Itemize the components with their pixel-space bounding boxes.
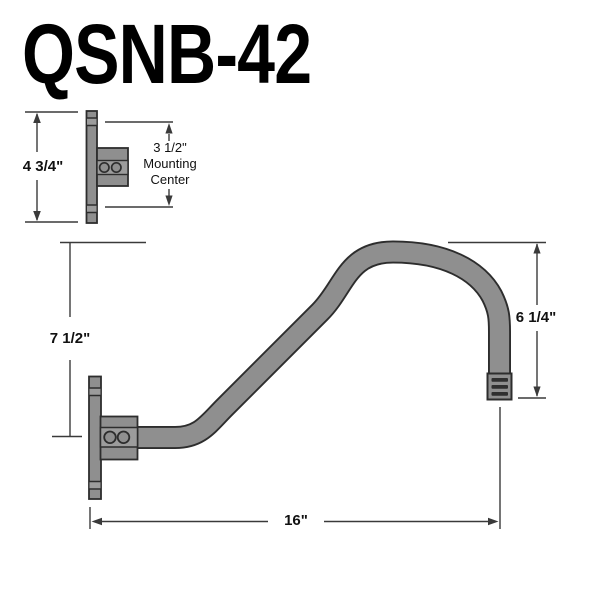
arrowhead-left xyxy=(91,517,102,526)
arrowhead-up xyxy=(33,112,41,123)
arrowhead-down xyxy=(533,386,541,397)
plate-height-dimension xyxy=(25,111,78,223)
bolt-hole xyxy=(116,430,131,445)
reach-dim-label: 16" xyxy=(284,512,308,529)
gooseneck-arm-outline xyxy=(137,240,511,449)
mounting-center-word1: Mounting xyxy=(143,156,197,171)
bolt-hole xyxy=(103,430,117,445)
thread-groove xyxy=(491,385,508,389)
arrowhead-down xyxy=(33,211,41,222)
reach-dimension xyxy=(89,407,501,529)
detail-bolt-hole xyxy=(98,161,110,174)
plate-height-dim-label: 4 3/4" xyxy=(22,158,64,175)
wall-plate-hatch xyxy=(89,387,101,490)
neck-drop-dim-label: 6 1/4" xyxy=(515,309,557,326)
detail-plate-hatch xyxy=(86,117,97,214)
thread-groove xyxy=(491,392,508,396)
arrowhead-up xyxy=(533,243,541,254)
threaded-tip xyxy=(486,372,513,401)
mounting-center-value: 3 1/2" xyxy=(153,140,187,155)
page-title: QSNB-42 xyxy=(22,7,312,101)
mounting-center-dimension xyxy=(105,121,173,208)
main-view xyxy=(52,240,546,529)
neck-drop-dimension xyxy=(448,241,546,399)
gooseneck-arm xyxy=(137,242,510,448)
mounting-center-word2: Center xyxy=(150,172,190,187)
arrowhead-right xyxy=(488,517,499,526)
detail-bolt-hole xyxy=(110,161,122,174)
arrowhead-up xyxy=(165,123,173,134)
mounting-center-dim-label: 3 1/2" Mounting Center xyxy=(129,140,211,188)
thread-groove xyxy=(491,378,508,382)
drop-height-dimension xyxy=(52,241,146,438)
arrowhead-down xyxy=(165,195,173,206)
detail-view xyxy=(25,110,173,224)
drop-height-dim-label: 7 1/2" xyxy=(49,330,91,347)
